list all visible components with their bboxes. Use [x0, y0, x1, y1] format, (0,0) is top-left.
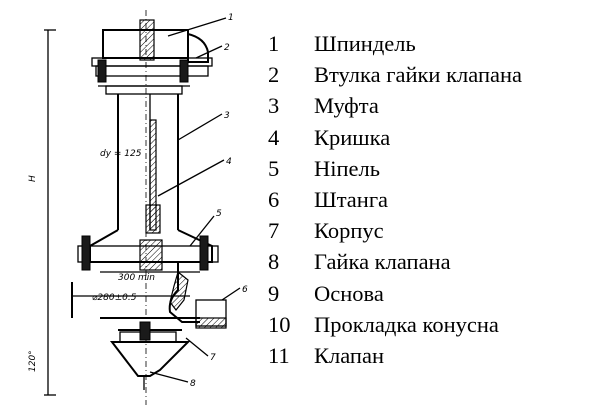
- callouts: 1 2 3 4 5 6 7 8: [149, 13, 248, 389]
- legend-item-label: Корпус: [314, 218, 384, 244]
- height-dimension: H 120°: [28, 29, 56, 396]
- valve-cone: [109, 321, 191, 390]
- legend-item: 9 Основа: [268, 278, 522, 309]
- callout-8: 8: [190, 379, 196, 389]
- legend-item-label: Муфта: [314, 93, 379, 119]
- callout-4: 4: [226, 157, 232, 167]
- callout-6: 6: [242, 285, 248, 295]
- legend-item: 4 Кришка: [268, 122, 522, 153]
- legend-item-label: Основа: [314, 280, 384, 306]
- legend-item-number: 5: [268, 155, 280, 181]
- callout-1: 1: [228, 13, 234, 23]
- legend-item-label: Ніпель: [314, 155, 381, 181]
- callout-2: 2: [224, 43, 230, 53]
- legend-item-label: Втулка гайки клапана: [314, 62, 522, 88]
- legend-item: 7 Корпус: [268, 215, 522, 246]
- legend-item: 1 Шпиндель: [268, 28, 522, 59]
- dim-120-label: 120°: [28, 350, 38, 372]
- lower-body: ⌀280±0.5: [71, 262, 227, 331]
- legend-item-number: 4: [268, 124, 280, 150]
- spindle-head: [91, 19, 213, 95]
- legend-item: 5 Ніпель: [268, 153, 522, 184]
- legend-item-number: 1: [268, 31, 280, 56]
- legend-item-number: 10: [268, 311, 291, 337]
- callout-3: 3: [224, 111, 230, 121]
- dim-du-label: dy = 125: [100, 149, 142, 159]
- legend-item-label: Гайка клапана: [314, 249, 451, 275]
- legend-item-label: Клапан: [314, 342, 384, 368]
- legend-item-number: 9: [268, 280, 280, 306]
- legend-item: 10 Прокладка конусна: [268, 309, 522, 340]
- dim-h-label: H: [28, 175, 38, 182]
- legend-item: 2 Втулка гайки клапана: [268, 59, 522, 90]
- legend-item-number: 3: [268, 93, 280, 119]
- hydrant-cross-section-drawing: H 120° dy = 125 300 min ⌀280±0.5: [28, 10, 248, 405]
- legend-item-label: Штанга: [314, 186, 389, 212]
- legend-item-number: 2: [268, 62, 280, 88]
- callout-5: 5: [216, 209, 222, 219]
- dim-300-label: 300 min: [118, 273, 155, 283]
- legend-item: 8 Гайка клапана: [268, 246, 522, 277]
- legend-item-number: 11: [268, 342, 290, 368]
- legend-item-number: 8: [268, 249, 280, 275]
- parts-legend: 1 Шпиндель 2 Втулка гайки клапана 3 Муфта 4 Кри…: [268, 28, 522, 371]
- legend-item-label: Кришка: [314, 124, 391, 150]
- upper-tube: dy = 125: [100, 94, 179, 234]
- legend-item-number: 6: [268, 186, 280, 212]
- legend-item: 3 Муфта: [268, 90, 522, 121]
- callout-7: 7: [210, 353, 216, 363]
- dim-280-label: ⌀280±0.5: [92, 293, 137, 303]
- middle-flange: 300 min: [77, 229, 219, 283]
- legend-item-number: 7: [268, 218, 280, 244]
- legend-item: 11 Клапан: [268, 340, 522, 371]
- legend-item-label: Прокладка конусна: [314, 311, 499, 337]
- legend-item-label: Шпиндель: [314, 31, 416, 56]
- legend-item: 6 Штанга: [268, 184, 522, 215]
